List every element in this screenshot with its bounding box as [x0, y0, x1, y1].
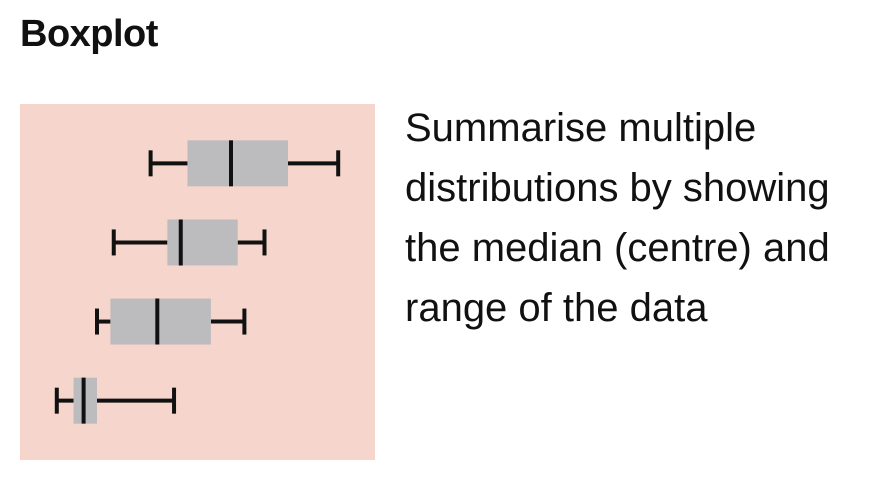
boxplot-chart: [20, 104, 375, 460]
box-iqr: [167, 219, 238, 266]
box-iqr: [187, 140, 288, 187]
card-description: Summarise multiple distributions by show…: [405, 106, 830, 330]
box-iqr: [110, 298, 211, 345]
boxplot-svg: [20, 104, 375, 460]
card-title: Boxplot: [20, 13, 158, 55]
